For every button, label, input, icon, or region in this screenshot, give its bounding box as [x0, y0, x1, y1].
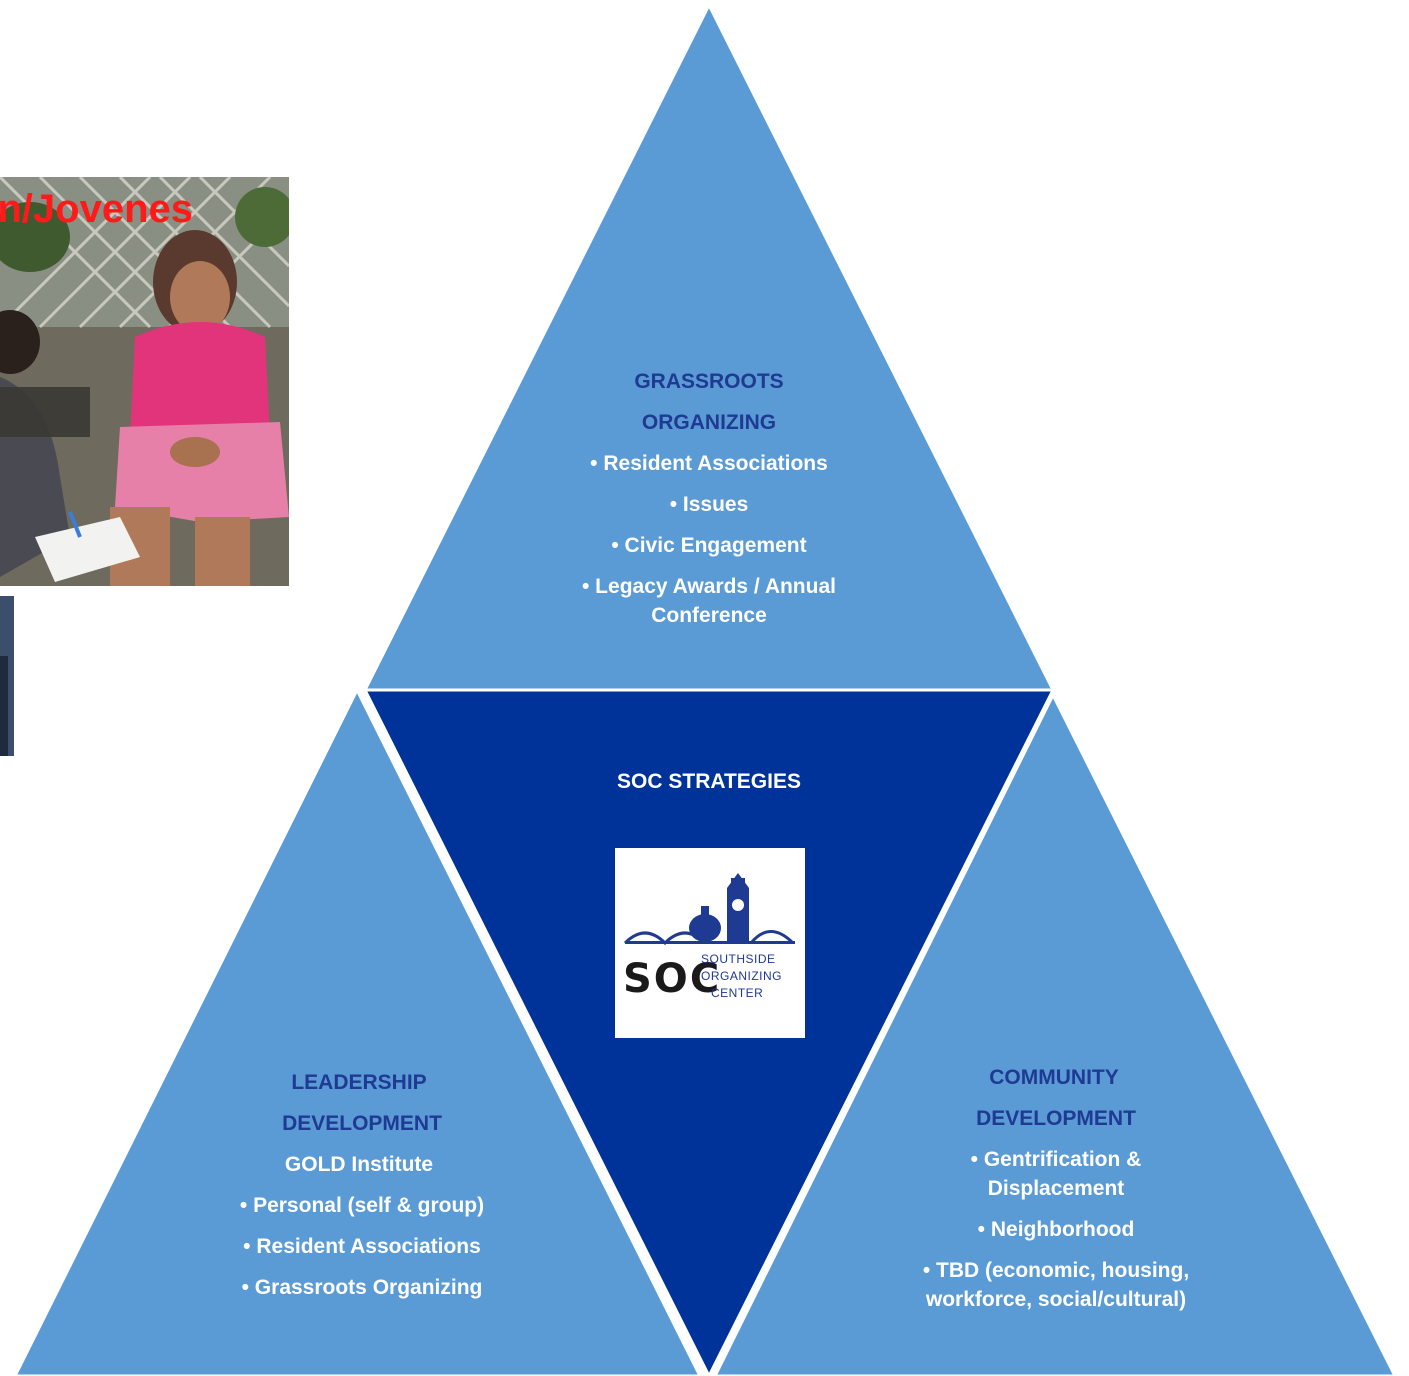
photo-caption: n/Jovenes [0, 187, 193, 231]
grassroots-heading-2: ORGANIZING [641, 411, 777, 434]
community-item: • Gentrification & Displacement [970, 1148, 1142, 1200]
community-heading-1: COMMUNITY [989, 1066, 1119, 1089]
community-item: • TBD (economic, housing, workforce, soc… [922, 1259, 1190, 1311]
leadership-item: • Grassroots Organizing [241, 1276, 483, 1299]
photo-partial [0, 596, 14, 756]
grassroots-item: • Resident Associations [590, 452, 828, 475]
triangle-community-development [713, 691, 1397, 1376]
skyline-icon [623, 873, 795, 946]
soc-logo: SOC SOUTHSIDE ORGANIZING CENTER [615, 848, 805, 1038]
grassroots-heading-1: GRASSROOTS [634, 370, 784, 393]
soc-logo-line2: ORGANIZING [701, 969, 783, 983]
leadership-heading-1: LEADERSHIP [291, 1071, 427, 1094]
grassroots-block: GRASSROOTS ORGANIZING • Resident Associa… [509, 367, 909, 630]
soc-logo-line1: SOUTHSIDE [701, 952, 776, 966]
leadership-item: • Personal (self & group) [239, 1194, 485, 1217]
triangle-leadership-development [13, 686, 702, 1376]
leadership-item: • Resident Associations [243, 1235, 481, 1258]
grassroots-item: • Issues [669, 493, 749, 516]
soc-logo-line3: CENTER [711, 986, 764, 1000]
community-heading-2: DEVELOPMENT [976, 1107, 1136, 1130]
leadership-block: LEADERSHIP DEVELOPMENT GOLD Institute • … [162, 1068, 562, 1302]
center-title: SOC STRATEGIES [617, 770, 801, 793]
soc-logo-letters: SOC [623, 956, 722, 1002]
leadership-subheading: GOLD Institute [284, 1153, 434, 1176]
grassroots-item: • Legacy Awards / Annual Conference [582, 575, 836, 627]
community-block: COMMUNITY DEVELOPMENT • Gentrification &… [856, 1063, 1256, 1314]
community-item: • Neighborhood [977, 1218, 1135, 1241]
leadership-heading-2: DEVELOPMENT [282, 1112, 442, 1135]
grassroots-item: • Civic Engagement [611, 534, 807, 557]
photo-canvassing: n/Jovenes [0, 177, 289, 586]
